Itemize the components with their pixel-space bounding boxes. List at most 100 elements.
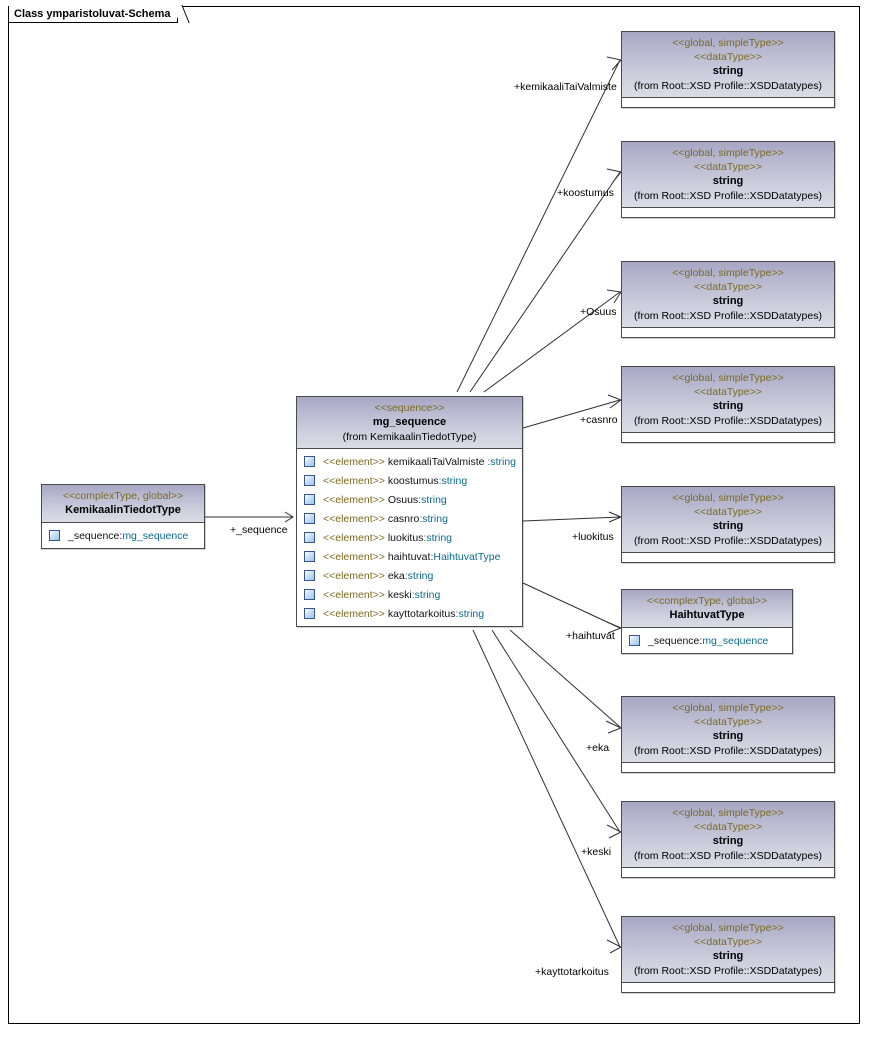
connector-koostumus-label: +koostumus	[557, 187, 614, 199]
node-stereotype-datatype: <<dataType>>	[694, 281, 762, 293]
feature-label: <<element>> casnro:string	[323, 512, 448, 525]
node-stereotype-datatype: <<dataType>>	[694, 716, 762, 728]
table-row[interactable]: <<element>> luokitus:string	[297, 528, 522, 547]
connector-sequence-label: +_sequence	[230, 524, 288, 536]
node-header: <<global, simpleType>><<dataType>>string…	[622, 142, 834, 208]
node-empty-compartment	[622, 983, 834, 992]
node-stereotype-global: <<global, simpleType>>	[672, 492, 784, 504]
feature-label: <<element>> koostumus:string	[323, 474, 468, 487]
node-stereotype-datatype: <<dataType>>	[694, 386, 762, 398]
node-empty-compartment	[622, 98, 834, 107]
xsd-element-icon	[304, 532, 315, 543]
node-empty-compartment	[622, 868, 834, 877]
node-features: _sequence:mg_sequence	[622, 628, 792, 653]
class-node-haihtuvat-type[interactable]: <<complexType, global>> HaihtuvatType _s…	[621, 589, 793, 654]
class-node-kemikaalin-tiedot-type[interactable]: <<complexType, global>> KemikaalinTiedot…	[41, 484, 205, 549]
node-namespace: (from Root::XSD Profile::XSDDatatypes)	[634, 850, 822, 862]
table-row[interactable]: <<element>> eka:string	[297, 566, 522, 585]
node-empty-compartment	[622, 553, 834, 562]
feature-label: <<element>> Osuus:string	[323, 493, 447, 506]
node-title: string	[712, 175, 744, 187]
feature-label: _sequence:mg_sequence	[68, 529, 189, 542]
feature-label: <<element>> keski:string	[323, 588, 441, 601]
node-title: mg_sequence	[372, 416, 447, 428]
node-namespace: (from Root::XSD Profile::XSDDatatypes)	[634, 535, 822, 547]
node-namespace: (from Root::XSD Profile::XSDDatatypes)	[634, 310, 822, 322]
connector-kemikaaliTaiValmiste-label: +kemikaaliTaiValmiste	[514, 81, 617, 93]
class-node-string-kayttotarkoitus[interactable]: <<global, simpleType>><<dataType>>string…	[621, 916, 835, 993]
class-node-mg-sequence[interactable]: <<sequence>> mg_sequence (from Kemikaali…	[296, 396, 523, 627]
node-header: <<global, simpleType>><<dataType>>string…	[622, 487, 834, 553]
feature-label: <<element>> eka:string	[323, 569, 434, 582]
node-header: <<global, simpleType>><<dataType>>string…	[622, 697, 834, 763]
feature-label: <<element>> kemikaaliTaiValmiste :string	[323, 455, 517, 468]
node-stereotype-datatype: <<dataType>>	[694, 51, 762, 63]
node-stereotype-global: <<global, simpleType>>	[672, 37, 784, 49]
node-stereotype-global: <<global, simpleType>>	[672, 372, 784, 384]
node-empty-compartment	[622, 208, 834, 217]
table-row[interactable]: <<element>> kemikaaliTaiValmiste :string	[297, 452, 522, 471]
feature-label: <<element>> luokitus:string	[323, 531, 453, 544]
feature-row[interactable]: _sequence:mg_sequence	[42, 526, 204, 545]
table-row[interactable]: <<element>> haihtuvat:HaihtuvatType	[297, 547, 522, 566]
node-empty-compartment	[622, 328, 834, 337]
node-title: string	[712, 835, 744, 847]
node-title: string	[712, 400, 744, 412]
node-header: <<global, simpleType>><<dataType>>string…	[622, 802, 834, 868]
node-stereotype-global: <<global, simpleType>>	[672, 267, 784, 279]
node-title: string	[712, 950, 744, 962]
node-namespace: (from Root::XSD Profile::XSDDatatypes)	[634, 190, 822, 202]
table-row[interactable]: <<element>> casnro:string	[297, 509, 522, 528]
node-stereotype: <<complexType, global>>	[62, 490, 184, 502]
feature-row[interactable]: _sequence:mg_sequence	[622, 631, 792, 650]
xsd-element-icon	[304, 589, 315, 600]
table-row[interactable]: <<element>> keski:string	[297, 585, 522, 604]
connector-casnro-label: +casnro	[580, 414, 618, 426]
node-title: string	[712, 295, 744, 307]
node-empty-compartment	[622, 763, 834, 772]
xsd-element-icon	[304, 475, 315, 486]
connector-haihtuvat-label: +haihtuvat	[566, 630, 615, 642]
connector-Osuus-label: +Osuus	[580, 306, 617, 318]
class-node-string-keski[interactable]: <<global, simpleType>><<dataType>>string…	[621, 801, 835, 878]
node-title: string	[712, 65, 744, 77]
node-empty-compartment	[622, 433, 834, 442]
node-header: <<sequence>> mg_sequence (from Kemikaali…	[297, 397, 522, 449]
xsd-element-icon	[304, 570, 315, 581]
node-features: _sequence:mg_sequence	[42, 523, 204, 548]
xsd-element-icon	[304, 456, 315, 467]
xsd-element-icon	[304, 551, 315, 562]
node-title: string	[712, 520, 744, 532]
feature-label: <<element>> haihtuvat:HaihtuvatType	[323, 550, 501, 563]
table-row[interactable]: <<element>> koostumus:string	[297, 471, 522, 490]
node-title: HaihtuvatType	[669, 609, 745, 621]
table-row[interactable]: <<element>> kayttotarkoitus:string	[297, 604, 522, 623]
node-header: <<global, simpleType>> <<dataType>> string…	[622, 367, 834, 433]
feature-label: _sequence:mg_sequence	[648, 634, 769, 647]
node-stereotype-datatype: <<dataType>>	[694, 936, 762, 948]
node-namespace: (from KemikaalinTiedotType)	[342, 431, 477, 443]
xsd-element-icon	[304, 494, 315, 505]
node-title: string	[712, 730, 744, 742]
class-node-string-casnro[interactable]: <<global, simpleType>> <<dataType>> string…	[621, 366, 835, 443]
connector-keski-label: +keski	[581, 846, 612, 858]
node-features: <<element>> kemikaaliTaiValmiste :string…	[297, 449, 522, 626]
node-header: <<global, simpleType>> <<dataType>> string…	[622, 32, 834, 98]
class-node-string-koostumus[interactable]: <<global, simpleType>><<dataType>>string…	[621, 141, 835, 218]
class-node-string-kemikaaliTaiValmiste[interactable]: <<global, simpleType>> <<dataType>> string…	[621, 31, 835, 108]
xsd-element-icon	[629, 635, 640, 646]
table-row[interactable]: <<element>> Osuus:string	[297, 490, 522, 509]
class-node-string-luokitus[interactable]: <<global, simpleType>><<dataType>>string…	[621, 486, 835, 563]
node-namespace: (from Root::XSD Profile::XSDDatatypes)	[634, 80, 822, 92]
node-namespace: (from Root::XSD Profile::XSDDatatypes)	[634, 965, 822, 977]
diagram-frame-label: Class ymparistoluvat-Schema	[8, 6, 178, 23]
class-node-string-Osuus[interactable]: <<global, simpleType>> <<dataType>> string…	[621, 261, 835, 338]
node-header: <<global, simpleType>><<dataType>>string…	[622, 917, 834, 983]
class-node-string-eka[interactable]: <<global, simpleType>><<dataType>>string…	[621, 696, 835, 773]
node-stereotype: <<complexType, global>>	[646, 595, 768, 607]
feature-label: <<element>> kayttotarkoitus:string	[323, 607, 485, 620]
node-namespace: (from Root::XSD Profile::XSDDatatypes)	[634, 745, 822, 757]
node-stereotype-datatype: <<dataType>>	[694, 821, 762, 833]
xsd-element-icon	[49, 530, 60, 541]
